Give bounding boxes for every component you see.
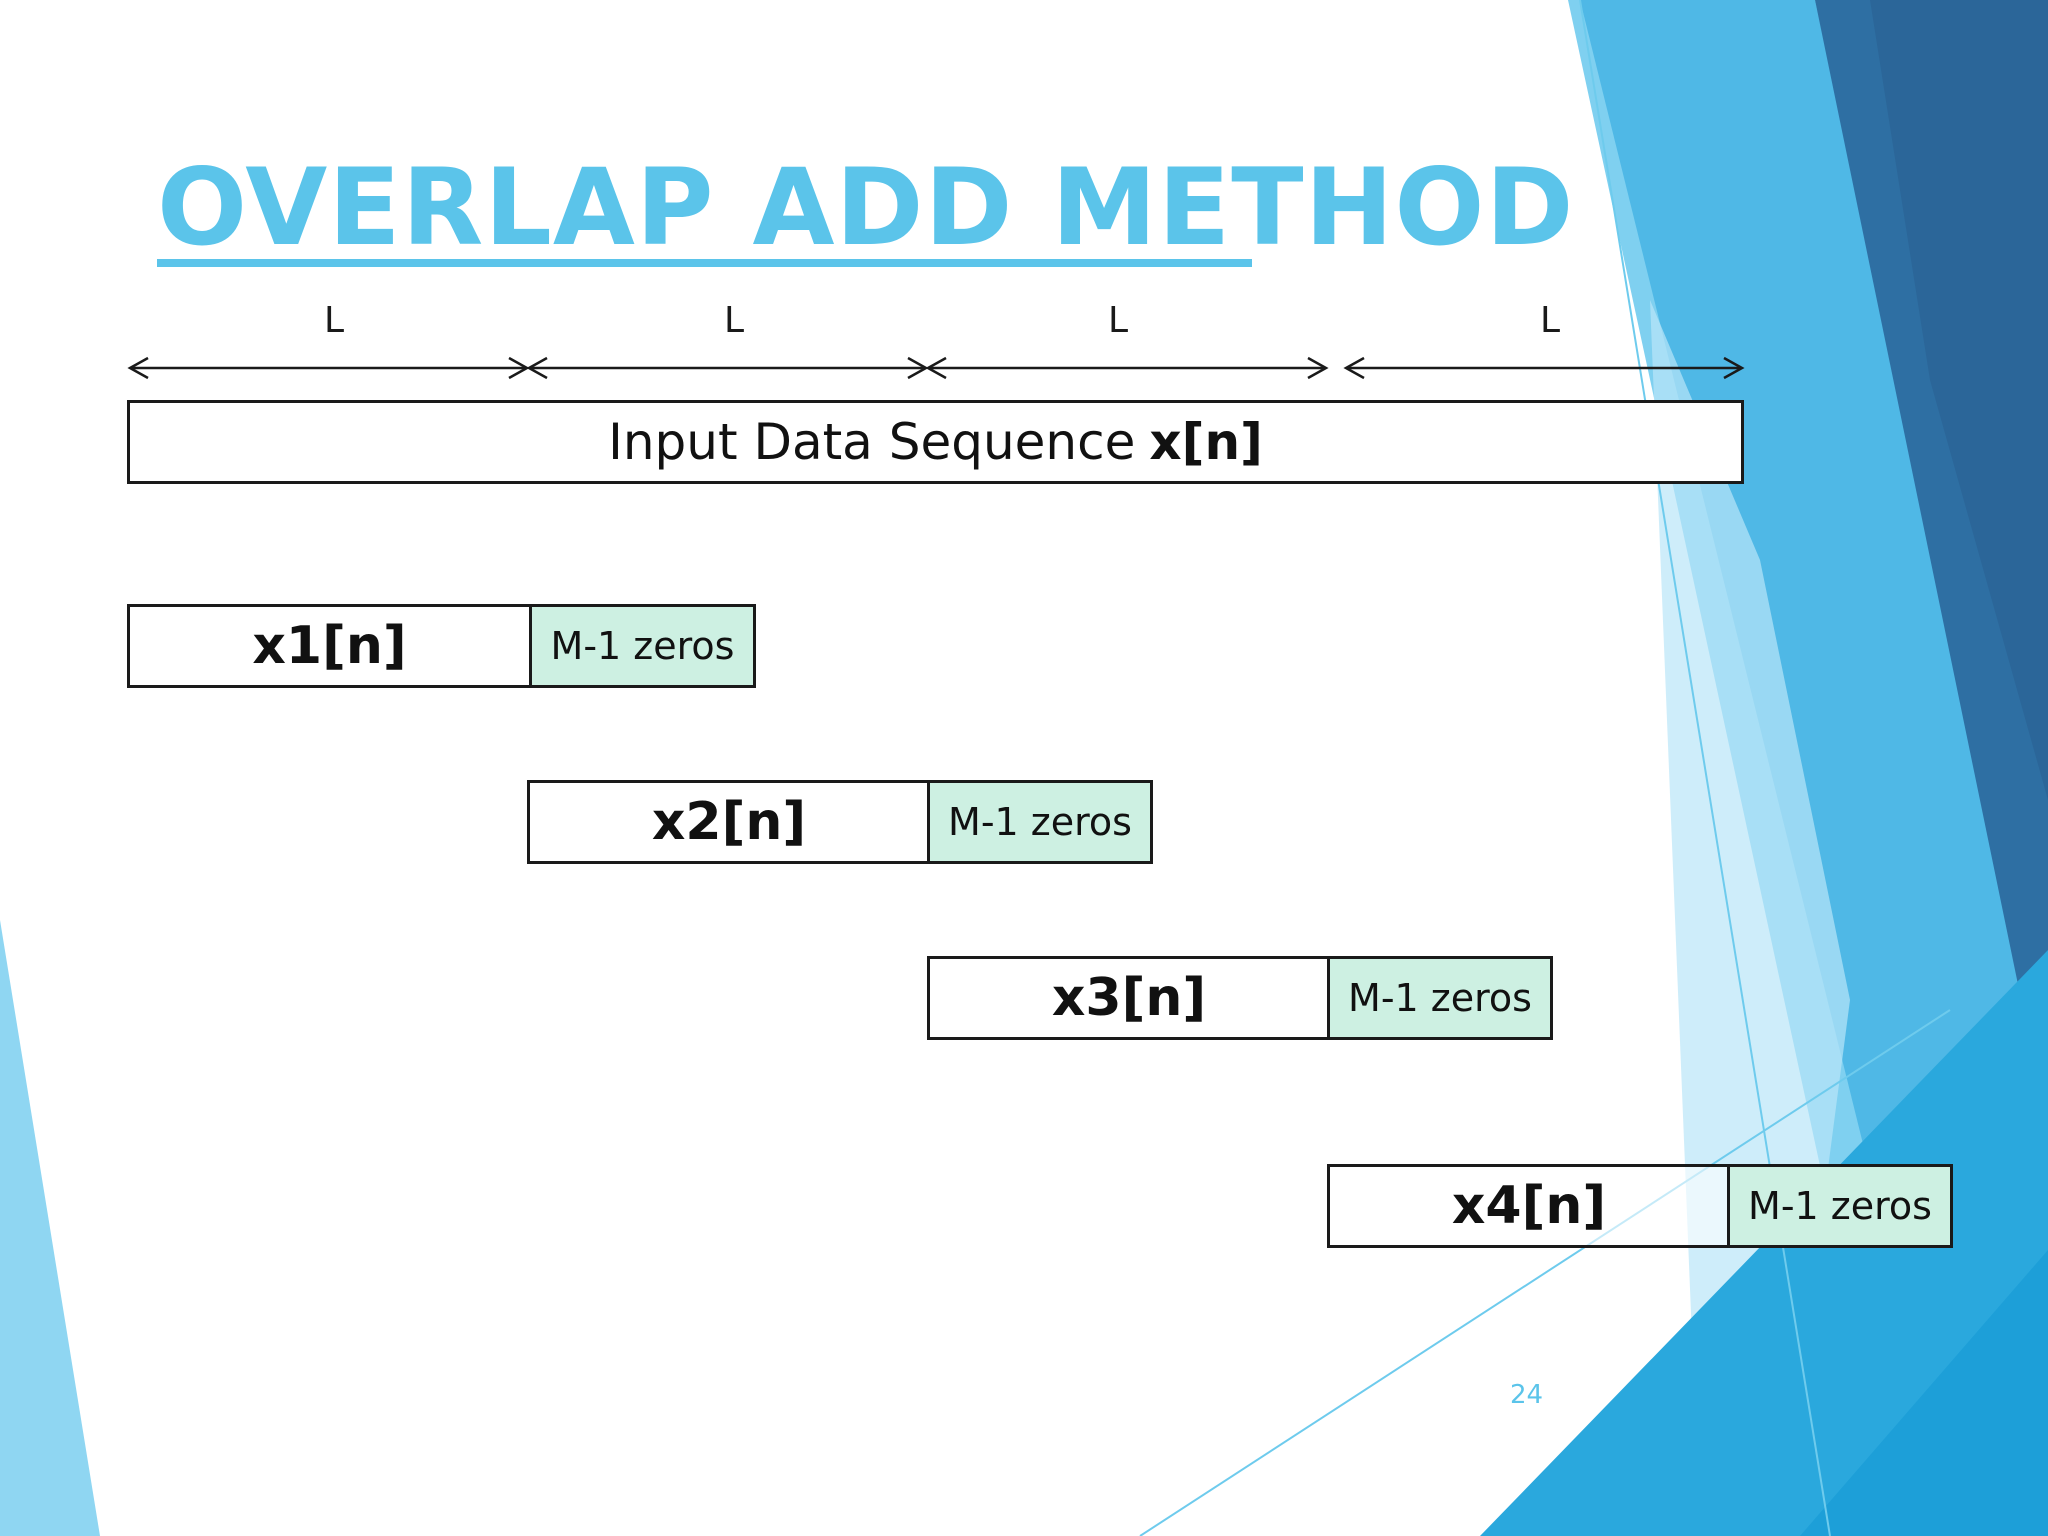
zero-padding-box-1: M-1 zeros [529, 604, 756, 688]
right-facet-darker [1870, 0, 2048, 800]
slide-title: OVERLAP ADD METHOD [157, 146, 1575, 269]
title-underline [157, 259, 1252, 267]
input-sequence-label: Input Data Sequence [608, 413, 1136, 471]
zero-padding-box-2: M-1 zeros [927, 780, 1153, 864]
segment-box-1: x1[n] [127, 604, 532, 688]
page-number: 24 [1510, 1380, 1544, 1410]
thin-line-2 [1139, 1009, 1951, 1536]
zero-padding-box-3: M-1 zeros [1327, 956, 1553, 1040]
length-label-3: L [1107, 300, 1129, 341]
thin-line-1 [1579, 0, 1831, 1536]
segment-box-2: x2[n] [527, 780, 931, 864]
left-facet [0, 920, 100, 1536]
segment-box-4: x4[n] [1327, 1164, 1731, 1248]
length-label-1: L [323, 300, 345, 341]
length-label-2: L [723, 300, 745, 341]
length-label-4: L [1539, 300, 1561, 341]
bottom-facet-2 [1800, 1250, 2048, 1536]
segment-box-3: x3[n] [927, 956, 1331, 1040]
input-sequence-symbol: x[n] [1149, 413, 1263, 471]
input-sequence-box: Input Data Sequence x[n] [127, 400, 1744, 484]
zero-padding-box-4: M-1 zeros [1727, 1164, 1953, 1248]
